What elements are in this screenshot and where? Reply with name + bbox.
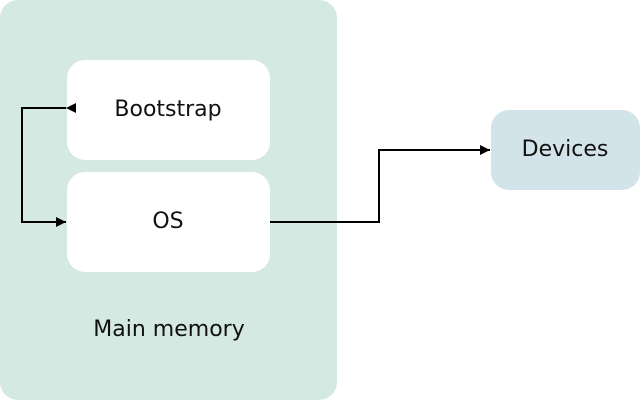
os-devices-connector — [270, 145, 490, 223]
bootstrap-label: Bootstrap — [114, 97, 221, 122]
main-memory-label: Main memory — [93, 317, 244, 342]
bootstrap-os-connector — [21, 103, 76, 227]
bootstrap-node — [67, 60, 270, 160]
os-label: OS — [152, 209, 183, 234]
devices-node — [491, 110, 640, 190]
devices-label: Devices — [522, 137, 609, 162]
os-node — [67, 172, 270, 272]
